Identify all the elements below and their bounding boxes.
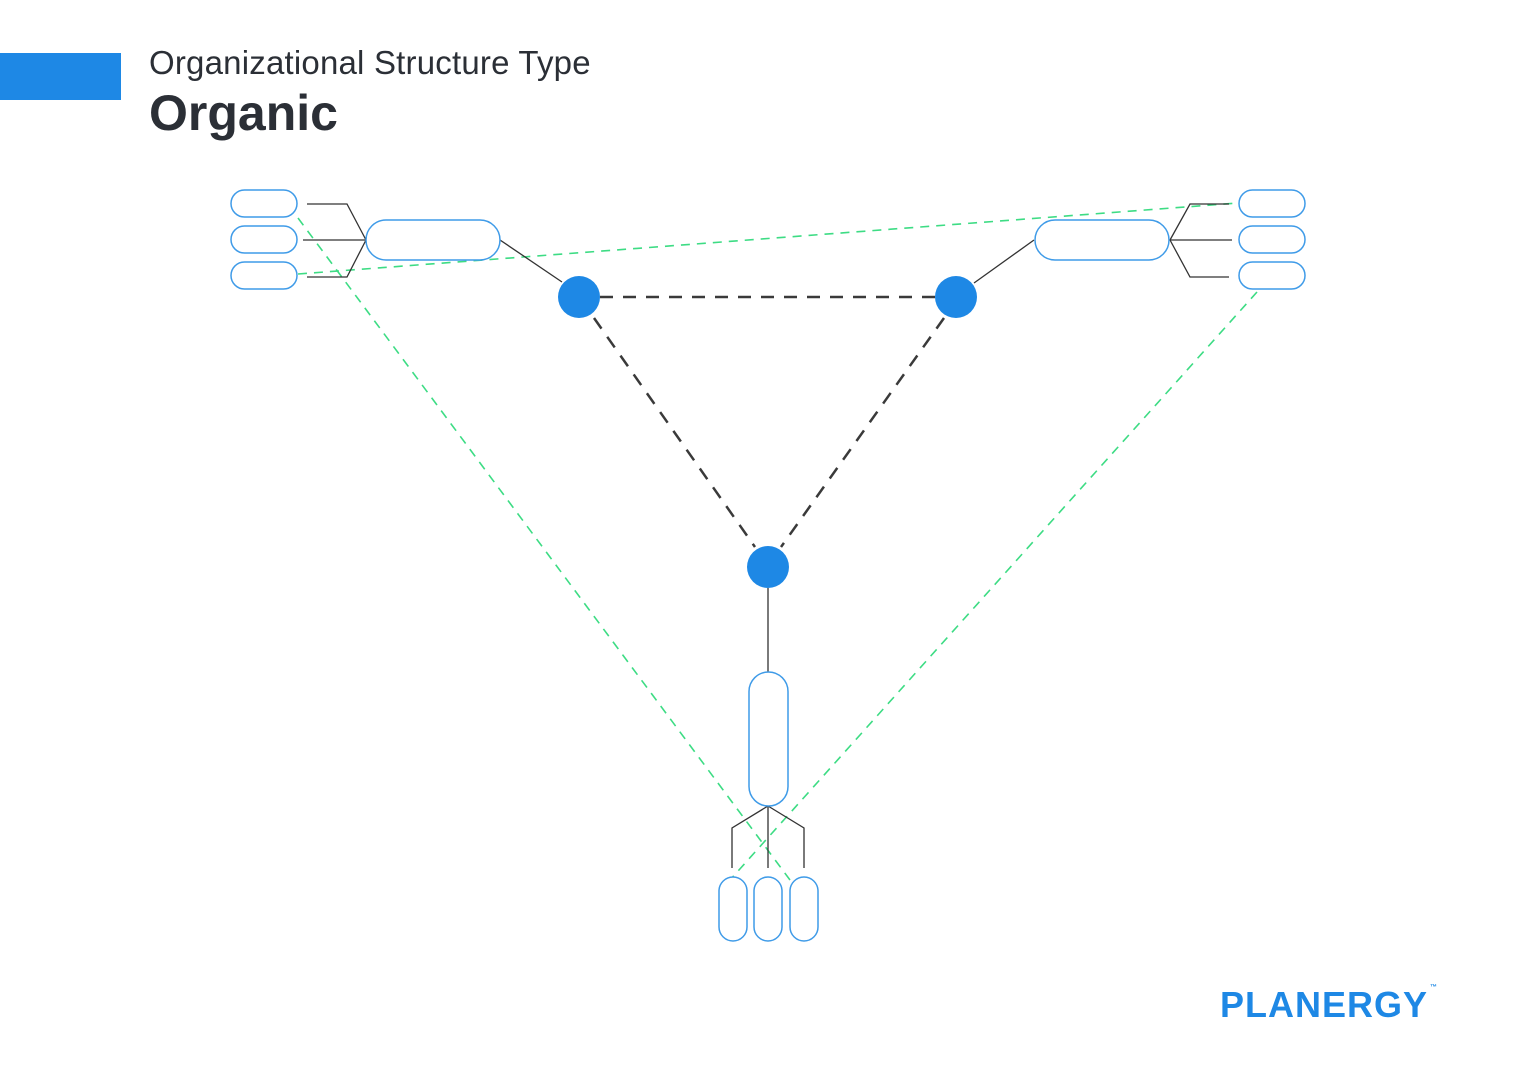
page-subtitle: Organizational Structure Type xyxy=(149,44,591,81)
bottom-member-box-2 xyxy=(753,876,783,942)
hub-right xyxy=(935,276,977,318)
connectors xyxy=(303,203,1232,868)
connector-left-lead-hub xyxy=(499,239,563,283)
logo-text: PLANERGY xyxy=(1220,984,1429,1025)
hub-nodes xyxy=(558,276,977,588)
cross-link-right-bottom xyxy=(729,291,1258,881)
right-lead-box xyxy=(1034,219,1170,261)
connector-left-member-1 xyxy=(307,203,367,241)
cross-link-left-bottom xyxy=(297,217,791,881)
header-accent-bar xyxy=(0,53,121,100)
hub-left xyxy=(558,276,600,318)
left-member-box-2 xyxy=(230,225,298,254)
connector-right-member-3 xyxy=(1169,239,1229,278)
hub-bottom xyxy=(747,546,789,588)
connector-bottom-member-3 xyxy=(767,805,805,868)
bottom-lead-box xyxy=(748,671,789,807)
connector-left-member-3 xyxy=(307,239,367,278)
right-member-box-3 xyxy=(1238,261,1306,290)
left-member-box-1 xyxy=(230,189,298,218)
page-title: Organic xyxy=(149,85,338,141)
hub-link-right-bottom xyxy=(779,317,946,548)
left-lead-box xyxy=(365,219,501,261)
cross-links xyxy=(297,202,1258,881)
cross-link-left-right-top xyxy=(297,202,1239,275)
right-member-box-1 xyxy=(1238,189,1306,218)
bottom-member-box-1 xyxy=(718,876,748,942)
bottom-member-box-3 xyxy=(789,876,819,942)
right-member-box-2 xyxy=(1238,225,1306,254)
hub-links xyxy=(592,295,946,548)
connector-bottom-member-1 xyxy=(731,805,769,868)
connector-right-member-1 xyxy=(1169,203,1229,241)
boxes xyxy=(230,189,1306,942)
hub-link-left-bottom xyxy=(592,317,757,548)
connector-right-lead-hub xyxy=(973,239,1035,284)
left-member-box-3 xyxy=(230,261,298,290)
logo-trademark: ™ xyxy=(1430,984,1439,991)
